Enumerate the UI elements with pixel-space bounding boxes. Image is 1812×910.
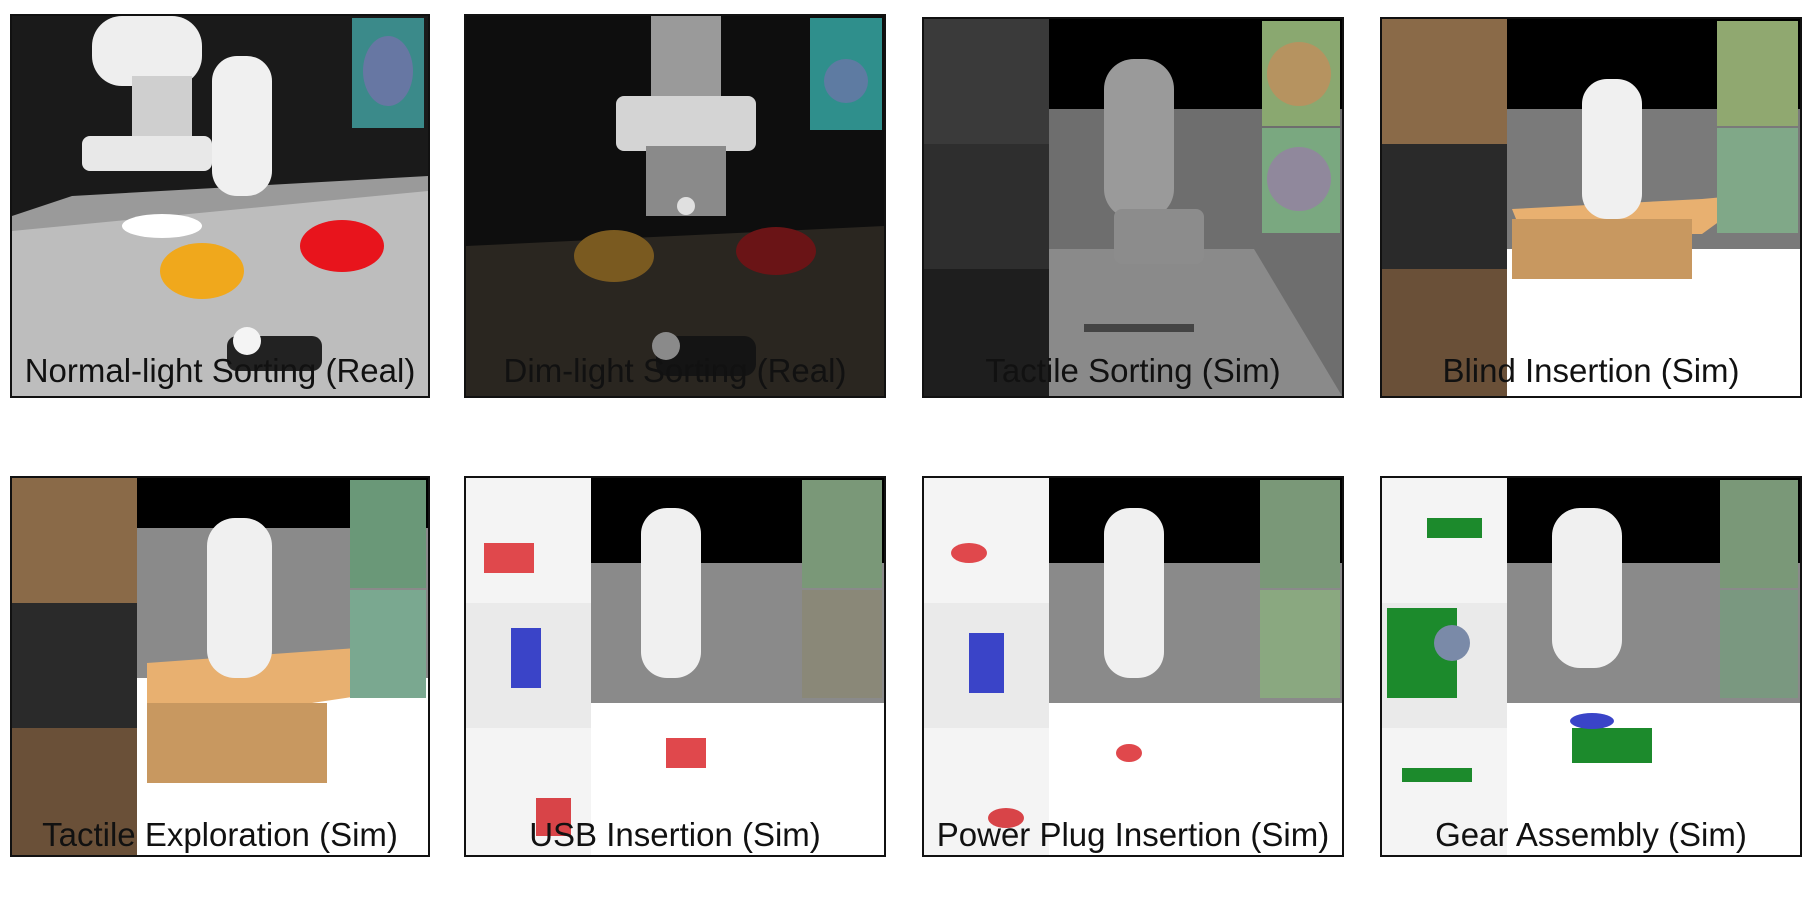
scene-power-plug-insertion <box>924 478 1342 855</box>
scene-gear-assembly <box>1382 478 1800 855</box>
caption-power-plug-insertion: Power Plug Insertion (Sim) <box>936 816 1330 853</box>
scene-normal-light-sorting <box>12 16 428 396</box>
scene-blind-insertion <box>1382 19 1800 396</box>
scene-usb-insertion <box>466 478 884 855</box>
caption-tactile-exploration: Tactile Exploration (Sim) <box>42 816 398 853</box>
scene-tactile-exploration <box>12 478 428 855</box>
caption-normal-light-sorting: Normal-light Sorting (Real) <box>24 352 416 389</box>
scene-dim-light-sorting <box>466 16 884 396</box>
caption-blind-insertion: Blind Insertion (Sim) <box>1442 352 1740 389</box>
panel-tactile-sorting <box>922 17 1344 398</box>
panel-blind-insertion <box>1380 17 1802 398</box>
caption-gear-assembly: Gear Assembly (Sim) <box>1435 816 1747 853</box>
panel-power-plug-insertion <box>922 476 1344 857</box>
panel-dim-light-sorting <box>464 14 886 398</box>
caption-tactile-sorting: Tactile Sorting (Sim) <box>985 352 1281 389</box>
panel-tactile-exploration <box>10 476 430 857</box>
caption-usb-insertion: USB Insertion (Sim) <box>529 816 821 853</box>
panel-usb-insertion <box>464 476 886 857</box>
caption-dim-light-sorting: Dim-light Sorting (Real) <box>503 352 847 389</box>
panel-gear-assembly <box>1380 476 1802 857</box>
scene-tactile-sorting <box>924 19 1342 396</box>
panel-normal-light-sorting <box>10 14 430 398</box>
